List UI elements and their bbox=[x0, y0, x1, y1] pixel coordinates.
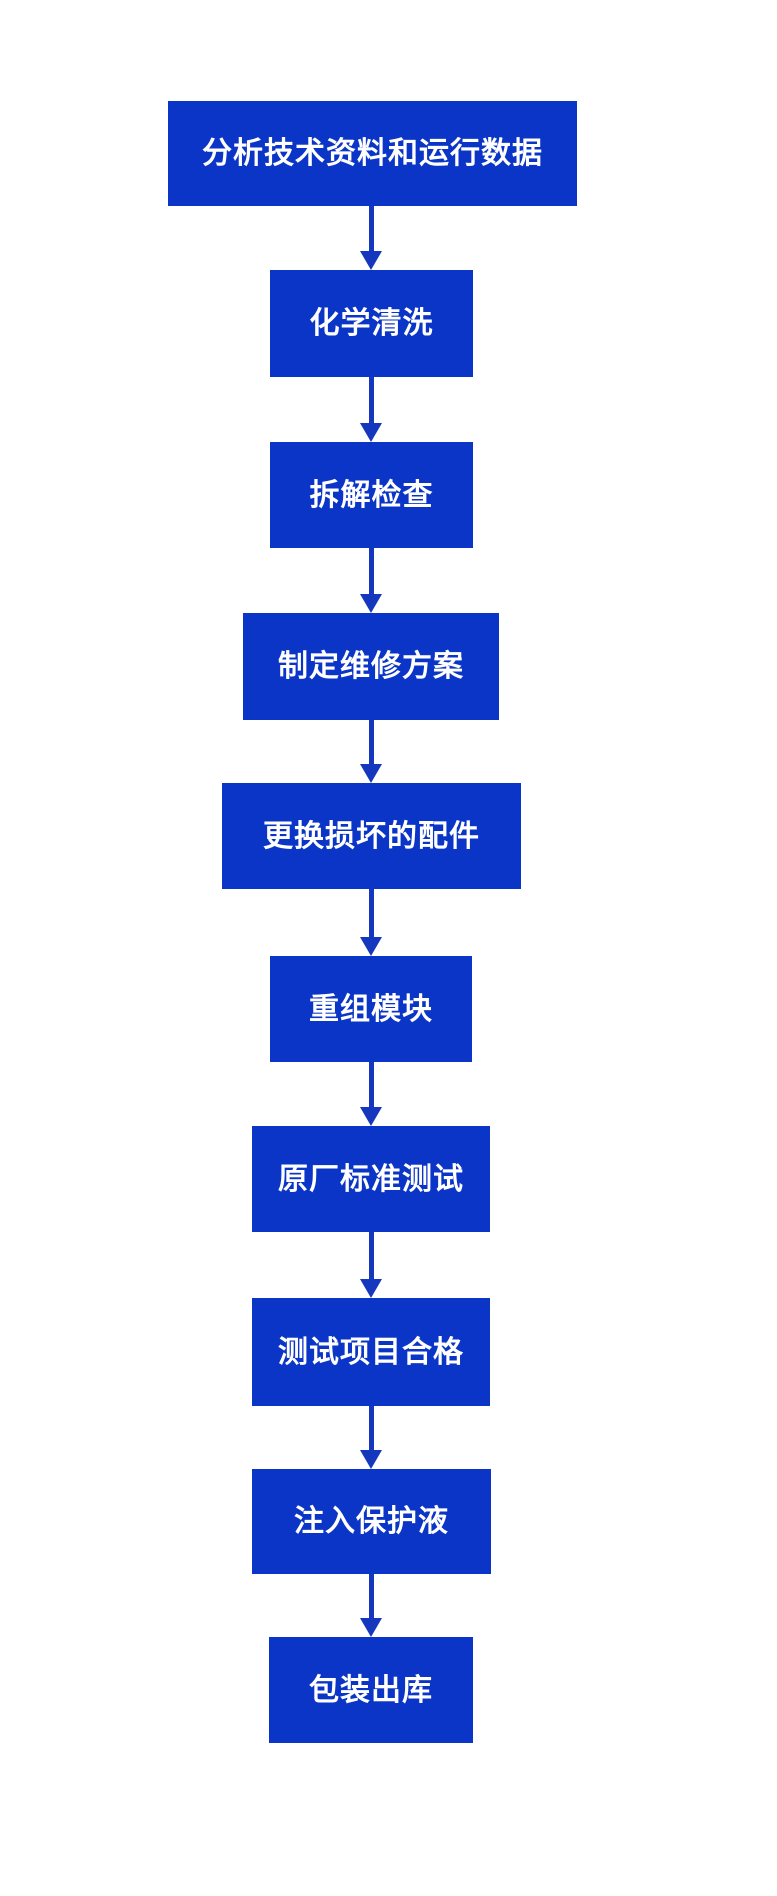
flow-step-3-label: 拆解检查 bbox=[309, 478, 434, 512]
flow-step-5: 更换损坏的配件 bbox=[222, 783, 521, 889]
flow-step-7-label: 原厂标准测试 bbox=[278, 1162, 464, 1196]
flow-step-9: 注入保护液 bbox=[252, 1469, 491, 1574]
arrow-shaft bbox=[368, 548, 374, 594]
arrow-head-icon bbox=[360, 1279, 382, 1298]
arrow-down-6 bbox=[360, 1062, 382, 1126]
arrow-head-icon bbox=[360, 594, 382, 613]
arrow-down-5 bbox=[360, 889, 382, 956]
flow-step-1: 分析技术资料和运行数据 bbox=[168, 101, 577, 206]
arrow-head-icon bbox=[360, 937, 382, 956]
flow-step-3: 拆解检查 bbox=[270, 442, 473, 548]
arrow-head-icon bbox=[360, 251, 382, 270]
arrow-shaft bbox=[368, 1406, 374, 1450]
flow-step-10: 包装出库 bbox=[269, 1637, 473, 1743]
arrow-head-icon bbox=[360, 1107, 382, 1126]
arrow-head-icon bbox=[360, 764, 382, 783]
arrow-shaft bbox=[368, 889, 374, 937]
arrow-down-1 bbox=[360, 206, 382, 270]
flow-step-4-label: 制定维修方案 bbox=[278, 650, 464, 683]
arrow-shaft bbox=[368, 377, 374, 423]
arrow-down-7 bbox=[360, 1232, 382, 1298]
flow-step-10-label: 包装出库 bbox=[309, 1673, 433, 1707]
arrow-shaft bbox=[368, 1232, 374, 1279]
arrow-down-3 bbox=[360, 548, 382, 613]
flow-step-6-label: 重组模块 bbox=[309, 992, 433, 1026]
arrow-shaft bbox=[368, 206, 374, 251]
arrow-down-8 bbox=[360, 1406, 382, 1469]
arrow-shaft bbox=[368, 1062, 374, 1107]
flow-step-5-label: 更换损坏的配件 bbox=[263, 819, 480, 853]
arrow-shaft bbox=[368, 720, 374, 764]
arrow-down-9 bbox=[360, 1574, 382, 1637]
flow-step-8-label: 测试项目合格 bbox=[278, 1335, 464, 1369]
arrow-down-4 bbox=[360, 720, 382, 783]
flow-step-4: 制定维修方案 bbox=[243, 613, 499, 720]
flow-step-2-label: 化学清洗 bbox=[309, 307, 434, 340]
arrow-head-icon bbox=[360, 1618, 382, 1637]
arrow-down-2 bbox=[360, 377, 382, 442]
flow-step-6: 重组模块 bbox=[270, 956, 472, 1062]
flow-step-7: 原厂标准测试 bbox=[252, 1126, 490, 1232]
flow-step-8: 测试项目合格 bbox=[252, 1298, 490, 1406]
arrow-head-icon bbox=[360, 423, 382, 442]
flow-step-1-label: 分析技术资料和运行数据 bbox=[202, 137, 543, 170]
arrow-shaft bbox=[368, 1574, 374, 1618]
flow-step-2: 化学清洗 bbox=[270, 270, 473, 377]
arrow-head-icon bbox=[360, 1450, 382, 1469]
flow-step-9-label: 注入保护液 bbox=[294, 1505, 449, 1538]
